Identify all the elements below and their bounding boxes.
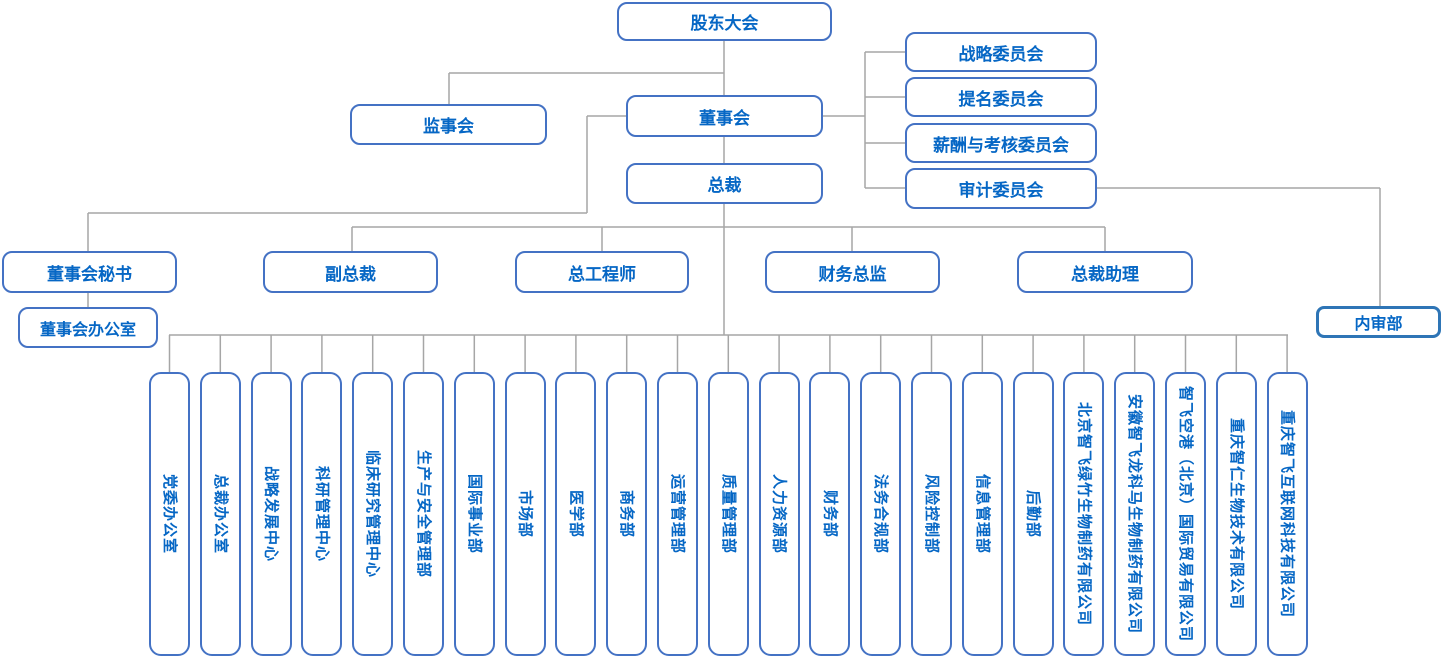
department-label: 北京智飞绿竹生物制药有限公司 <box>1075 401 1093 626</box>
node-vice-president: 副总裁 <box>263 251 438 293</box>
committee-box-nomination: 提名委员会 <box>905 77 1097 117</box>
department-box: 重庆智仁生物技术有限公司 <box>1215 372 1257 656</box>
department-box: 北京智飞绿竹生物制药有限公司 <box>1063 372 1105 656</box>
node-president-assistant: 总裁助理 <box>1017 251 1193 293</box>
department-label: 临床研究管理中心 <box>364 449 382 578</box>
department-box: 法务合规部 <box>860 372 902 656</box>
node-label: 财务总监 <box>818 264 887 284</box>
department-label: 信息管理部 <box>973 473 991 554</box>
node-label: 董事会秘书 <box>47 264 132 284</box>
department-label: 重庆智仁生物技术有限公司 <box>1227 417 1245 610</box>
node-board-secretary: 董事会秘书 <box>2 251 177 293</box>
node-shareholders-meeting: 股东大会 <box>617 2 832 41</box>
department-label: 财务部 <box>821 489 839 538</box>
department-label: 总裁办公室 <box>211 473 229 554</box>
committee-box-audit: 审计委员会 <box>905 168 1097 209</box>
node-label: 总工程师 <box>568 264 636 284</box>
committee-label: 审计委员会 <box>958 181 1044 200</box>
department-label: 商务部 <box>618 489 636 538</box>
department-box: 财务部 <box>809 372 851 656</box>
department-label: 生产与安全管理部 <box>415 449 432 578</box>
department-box: 总裁办公室 <box>199 372 241 656</box>
department-label: 后勤部 <box>1024 489 1042 538</box>
department-label: 战略发展中心 <box>262 465 280 562</box>
department-label: 法务合规部 <box>872 473 890 554</box>
node-label: 股东大会 <box>690 14 759 33</box>
department-label: 市场部 <box>516 489 534 538</box>
department-box: 商务部 <box>606 372 648 656</box>
department-box: 生产与安全管理部 <box>403 372 444 656</box>
department-label: 质量管理部 <box>719 473 737 554</box>
department-box: 人力资源部 <box>758 372 800 656</box>
node-president: 总裁 <box>626 163 823 204</box>
department-box: 医学部 <box>555 372 597 656</box>
node-label: 内审部 <box>1354 316 1403 333</box>
node-label: 总裁 <box>707 176 742 195</box>
department-label: 风险控制部 <box>923 473 940 554</box>
node-board-of-directors: 董事会 <box>626 95 823 137</box>
department-label: 科研管理中心 <box>313 465 331 562</box>
department-box: 战略发展中心 <box>250 372 292 656</box>
node-label: 监事会 <box>423 117 474 136</box>
committee-label: 提名委员会 <box>958 89 1044 109</box>
department-label: 安徽智飞龙科马生物制药有限公司 <box>1126 393 1144 634</box>
department-box: 智飞空港（北京）国际贸易有限公司 <box>1165 372 1206 656</box>
department-label: 医学部 <box>567 489 585 538</box>
node-internal-audit-dept: 内审部 <box>1316 306 1441 338</box>
node-finance-director: 财务总监 <box>765 251 940 293</box>
node-label: 董事会 <box>699 108 750 128</box>
node-label: 总裁助理 <box>1071 264 1139 284</box>
node-label: 董事会办公室 <box>39 321 136 339</box>
department-label: 国际事业部 <box>465 473 483 554</box>
department-box: 信息管理部 <box>961 372 1003 656</box>
department-box: 重庆智飞互联网科技有限公司 <box>1266 372 1308 656</box>
department-box: 安徽智飞龙科马生物制药有限公司 <box>1114 372 1156 656</box>
department-box: 党委办公室 <box>149 372 190 656</box>
department-box: 市场部 <box>504 372 546 656</box>
committee-label: 薪酬与考核委员会 <box>933 135 1069 155</box>
department-label: 党委办公室 <box>161 473 178 554</box>
node-board-office: 董事会办公室 <box>18 307 158 348</box>
node-label: 副总裁 <box>325 264 376 284</box>
node-chief-engineer: 总工程师 <box>515 251 689 293</box>
department-box: 临床研究管理中心 <box>352 372 394 656</box>
department-box: 科研管理中心 <box>301 372 343 656</box>
department-box: 风险控制部 <box>911 372 952 656</box>
department-label: 人力资源部 <box>770 473 788 554</box>
department-box: 国际事业部 <box>453 372 495 656</box>
committee-label: 战略委员会 <box>958 44 1044 64</box>
department-box: 后勤部 <box>1012 372 1054 656</box>
department-box: 质量管理部 <box>707 372 749 656</box>
department-box: 运营管理部 <box>657 372 698 656</box>
committee-box-remuneration-appraisal: 薪酬与考核委员会 <box>905 123 1097 163</box>
committee-box-strategy: 战略委员会 <box>905 32 1097 72</box>
department-label: 重庆智飞互联网科技有限公司 <box>1278 409 1296 618</box>
department-label: 智飞空港（北京）国际贸易有限公司 <box>1177 385 1194 642</box>
department-label: 运营管理部 <box>669 473 686 554</box>
node-supervisory-board: 监事会 <box>350 104 547 145</box>
